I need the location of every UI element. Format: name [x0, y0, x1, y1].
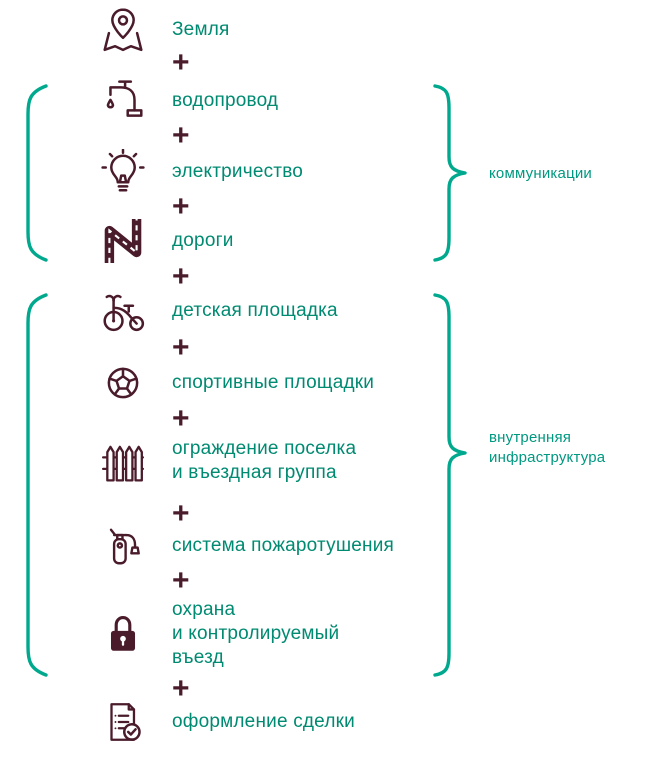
plus-sign: + — [172, 402, 190, 435]
feature-row-fire-system: система пожаротушения — [94, 522, 394, 570]
feature-row-fencing: ограждение поселка и въездная группа — [94, 437, 356, 485]
group-label-communications: коммуникации — [489, 165, 593, 182]
feature-row-electricity: электричество — [94, 148, 303, 196]
feature-label: ограждение поселка и въездная группа — [172, 438, 357, 483]
plus-sign: + — [172, 190, 190, 223]
feature-label: система пожаротушения — [172, 535, 395, 557]
feature-label: охрана и контролируемый въезд — [172, 599, 340, 668]
left-bracket-communications — [26, 84, 48, 262]
map-pin-icon — [94, 7, 152, 53]
feature-label: дороги — [172, 230, 234, 252]
feature-label: электричество — [172, 161, 304, 183]
tricycle-icon — [94, 288, 152, 334]
plus-sign: + — [172, 331, 190, 364]
feature-row-water: водопровод — [94, 77, 278, 125]
feature-row-playground: детская площадка — [94, 287, 338, 335]
plus-sign: + — [172, 260, 190, 293]
feature-label: оформление сделки — [172, 711, 355, 733]
plus-sign: + — [172, 119, 190, 152]
left-bracket-infrastructure — [26, 293, 48, 677]
road-icon — [94, 218, 152, 264]
light-bulb-icon — [94, 149, 152, 195]
feature-row-roads: дороги — [94, 217, 234, 265]
document-check-icon — [94, 699, 152, 745]
fence-icon — [94, 438, 152, 484]
feature-label: водопровод — [172, 90, 279, 112]
faucet-icon — [94, 78, 152, 124]
plus-sign: + — [172, 564, 190, 597]
soccer-ball-icon — [94, 360, 152, 406]
feature-label: детская площадка — [172, 300, 338, 322]
plus-sign: + — [172, 497, 190, 530]
feature-row-deal: оформление сделки — [94, 698, 355, 746]
right-brace-infrastructure — [433, 293, 467, 677]
plus-sign: + — [172, 672, 190, 705]
fire-extinguisher-icon — [94, 523, 152, 569]
feature-row-sports: спортивные площадки — [94, 359, 374, 407]
feature-label: Земля — [172, 19, 230, 41]
feature-row-land: Земля — [94, 6, 229, 54]
right-brace-communications — [433, 84, 467, 262]
feature-label: спортивные площадки — [172, 372, 375, 394]
plus-sign: + — [172, 46, 190, 79]
feature-row-security: охрана и контролируемый въезд — [94, 598, 339, 670]
padlock-icon — [94, 611, 152, 657]
group-label-infrastructure: внутренняя инфраструктура — [489, 429, 606, 466]
